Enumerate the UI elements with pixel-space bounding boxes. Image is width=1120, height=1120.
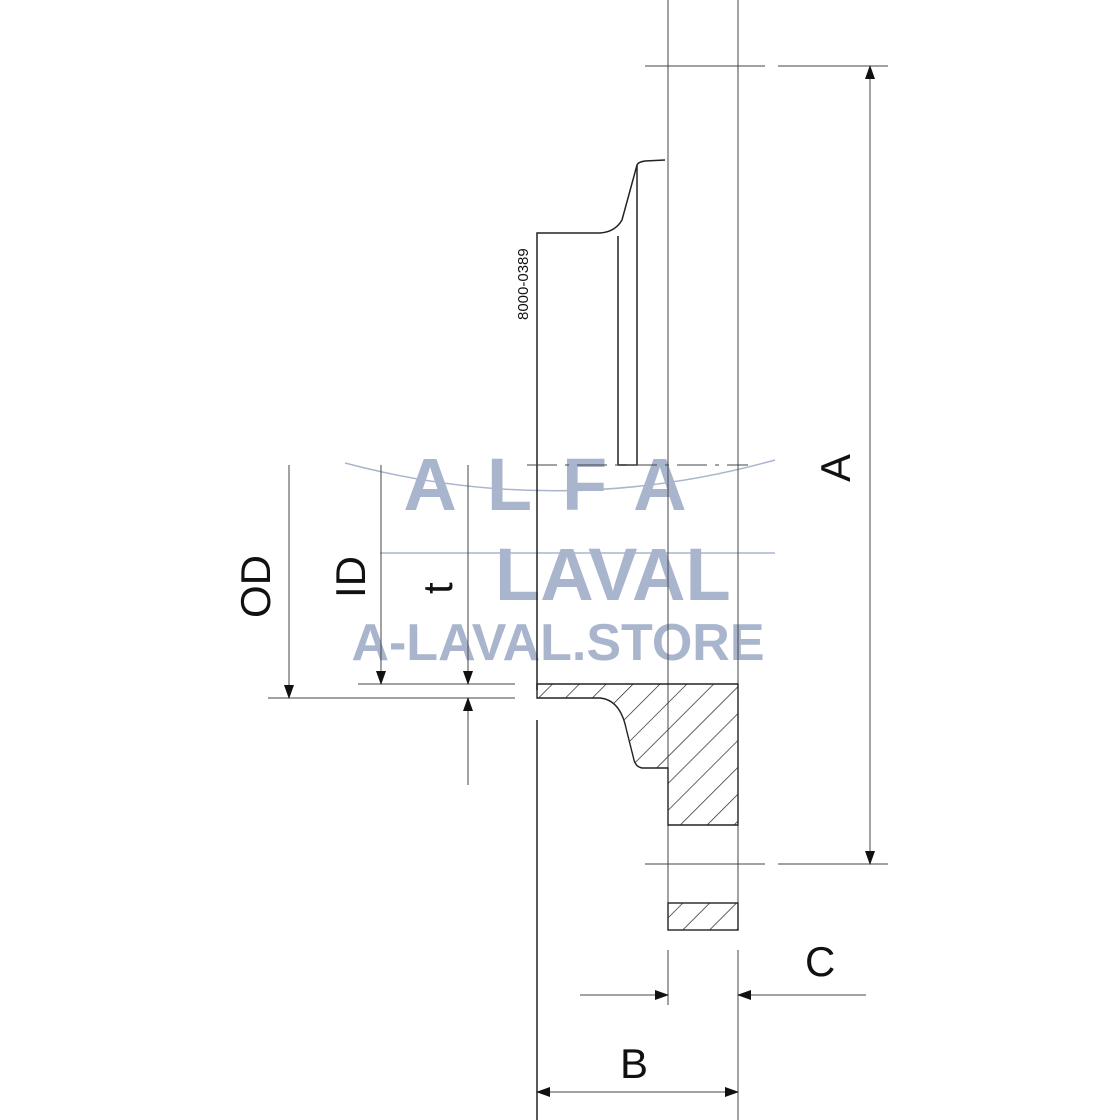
dim-label-b: B	[620, 1040, 648, 1087]
watermark-line1: ALFA	[403, 443, 716, 526]
dim-label-od: OD	[232, 555, 279, 618]
drawing-code: 8000-0389	[515, 248, 532, 320]
dim-label-c: C	[805, 938, 835, 985]
dim-label-id: ID	[327, 556, 374, 598]
part-outline	[527, 0, 765, 1120]
dim-label-t: t	[414, 582, 461, 594]
flange-section	[536, 683, 739, 931]
watermark-line2: LAVAL	[495, 533, 731, 616]
dimension-lines	[284, 65, 875, 1097]
watermark-line3: A-LAVAL.STORE	[351, 614, 764, 672]
dim-label-a: A	[812, 454, 859, 482]
watermark: ALFA LAVAL A-LAVAL.STORE	[344, 443, 776, 672]
